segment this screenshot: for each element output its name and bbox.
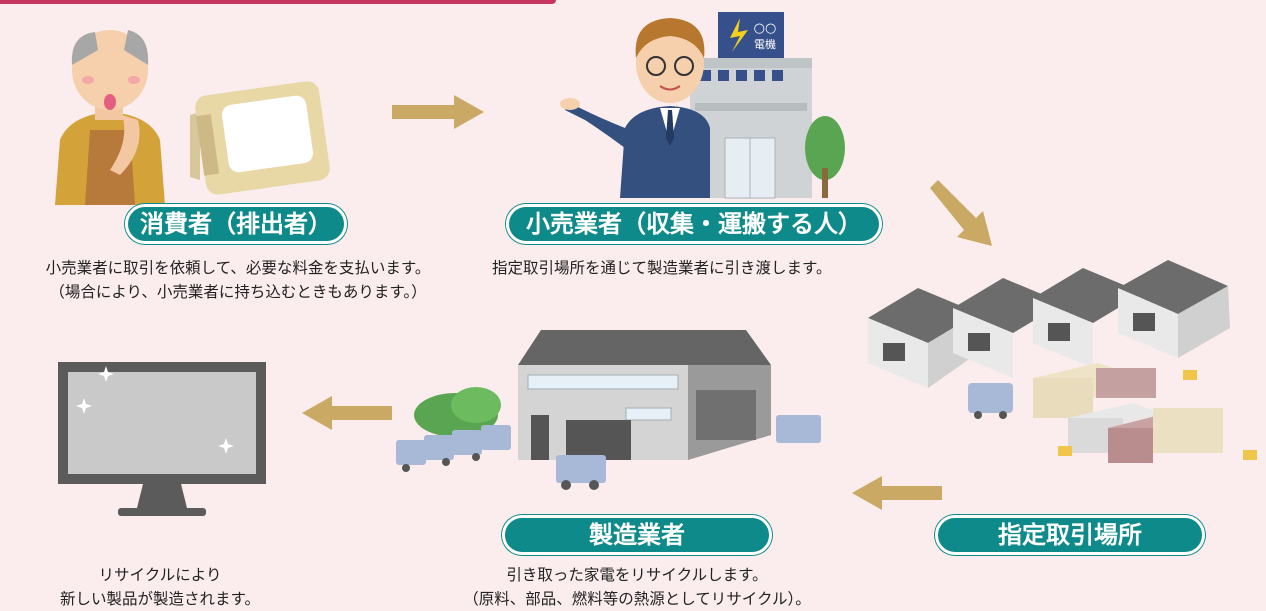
- manufacturer-description: 引き取った家電をリサイクルします。 （原料、部品、燃料等の熱源としてリサイクル）…: [432, 563, 842, 611]
- manufacturer-desc-line-1: 引き取った家電をリサイクルします。: [506, 566, 768, 584]
- retailer-desc-line-1: 指定取引場所を通じて製造業者に引き渡します。: [492, 259, 832, 277]
- new-product-description: リサイクルにより 新しい製品が製造されます。: [10, 563, 310, 611]
- new-product-desc-line-2: 新しい製品が製造されます。: [60, 590, 260, 608]
- svg-text:○○: ○○: [754, 21, 777, 36]
- arrow-left-icon: [852, 476, 942, 510]
- arrow-left-icon: [302, 396, 392, 430]
- retailer-label: 小売業者（収集・運搬する人）: [506, 204, 882, 244]
- consumer-desc-line-1: 小売業者に取引を依頼して、必要な料金を支払います。: [45, 259, 431, 277]
- arrow-diagonal-icon: [930, 180, 992, 246]
- factory-icon: [518, 330, 771, 460]
- elderly-man-icon: [55, 30, 165, 205]
- retailer-illustration: ○○ 電機: [560, 12, 845, 199]
- new-tv-illustration: [58, 362, 266, 516]
- storage-stacks-icon: [968, 363, 1257, 463]
- svg-text:電機: 電機: [754, 37, 776, 51]
- manufacturer-label: 製造業者: [502, 515, 772, 555]
- collection-site-illustration: [868, 260, 1257, 463]
- arrow-right-icon: [392, 95, 484, 129]
- retailer-description: 指定取引場所を通じて製造業者に引き渡します。: [492, 256, 831, 280]
- trucks-icon: [396, 415, 821, 490]
- old-tv-icon: [190, 81, 330, 195]
- new-product-desc-line-1: リサイクルにより: [98, 566, 222, 584]
- flat-tv-icon: [58, 362, 266, 516]
- electronics-store-icon: ○○ 電機: [690, 12, 845, 199]
- trees-icon: [414, 387, 501, 437]
- consumer-label: 消費者（排出者）: [125, 204, 347, 244]
- consumer-description: 小売業者に取引を依頼して、必要な料金を支払います。 （場合により、小売業者に持ち…: [8, 256, 468, 304]
- collection-site-label: 指定取引場所: [935, 515, 1205, 555]
- manufacturer-desc-line-2: （原料、部品、燃料等の熱源としてリサイクル）。: [463, 590, 811, 608]
- consumer-illustration: [55, 30, 330, 205]
- salesman-icon: [560, 18, 710, 198]
- manufacturer-illustration: [396, 330, 821, 490]
- consumer-desc-line-2: （場合により、小売業者に持ち込むときもあります。）: [49, 283, 427, 301]
- warehouse-row-icon: [868, 260, 1230, 388]
- top-accent-bar: [0, 0, 556, 4]
